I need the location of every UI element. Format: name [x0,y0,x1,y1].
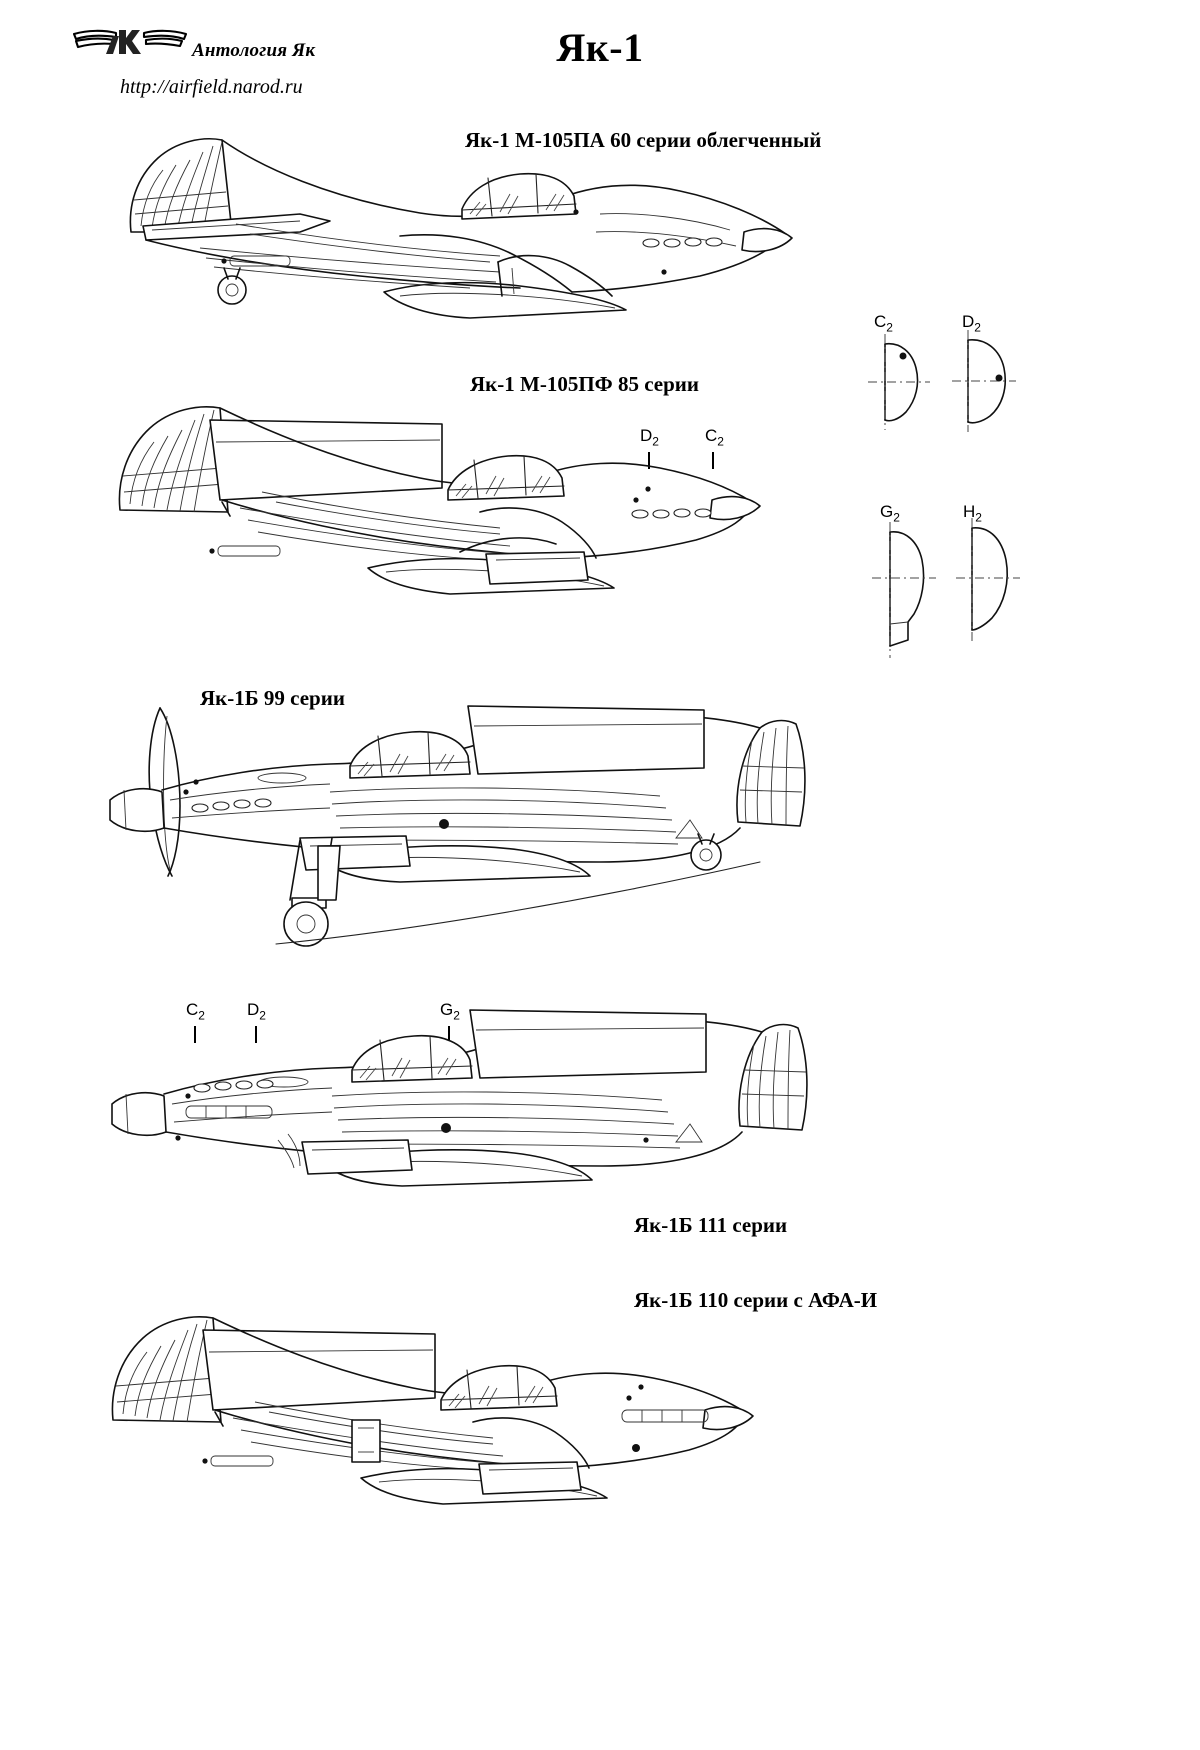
section-panel-label-c2: C2 [874,312,893,335]
section-panel-label-d2: D2 [962,312,981,335]
section-tick-h2-v4 [576,1048,578,1065]
section-ref-h2-v4: H2 [568,1022,587,1045]
section-panel-label-h2: H2 [963,502,982,525]
variant-caption-3: Як-1Б 99 серии [200,686,345,710]
section-ref-d2-v2: D2 [640,426,659,449]
section-tick-c2-v4 [194,1026,196,1043]
cross-section-c2 [868,334,930,430]
aircraft-view-4 [111,1009,808,1187]
page-title: Як-1 [556,25,644,70]
section-tick-d2-v2 [648,452,650,469]
cross-section-h2 [956,518,1020,642]
brand-label: Антология Як [192,40,316,61]
variant-caption-1: Як-1 М-105ПА 60 серии облегченный [465,128,822,152]
section-ref-d2-v4: D2 [247,1000,266,1023]
section-ref-g2-v4: G2 [440,1000,460,1023]
yak-winged-logo-icon [70,24,190,64]
section-ref-c2-v2: C2 [705,426,724,449]
section-panel-label-g2: G2 [880,502,900,525]
aircraft-view-1 [129,138,793,319]
variant-caption-4: Як-1Б 111 серии [634,1213,788,1237]
aircraft-view-5 [111,1316,754,1505]
variant-caption-5: Як-1Б 110 серии с АФА-И [634,1288,878,1312]
aircraft-view-2 [118,406,761,595]
section-tick-c2-v2 [712,452,714,469]
section-tick-g2-v4 [448,1026,450,1043]
section-tick-d2-v4 [255,1026,257,1043]
aircraft-view-3 [109,705,806,947]
section-ref-c2-v4: C2 [186,1000,205,1023]
variant-caption-2: Як-1 М-105ПФ 85 серии [470,372,699,396]
site-url: http://airfield.narod.ru [120,76,303,98]
logo-block: Антология Як http://airfield.narod.ru [62,18,402,108]
cross-section-d2 [952,330,1016,432]
cross-section-panel [868,330,1020,658]
cross-section-g2 [872,522,936,658]
